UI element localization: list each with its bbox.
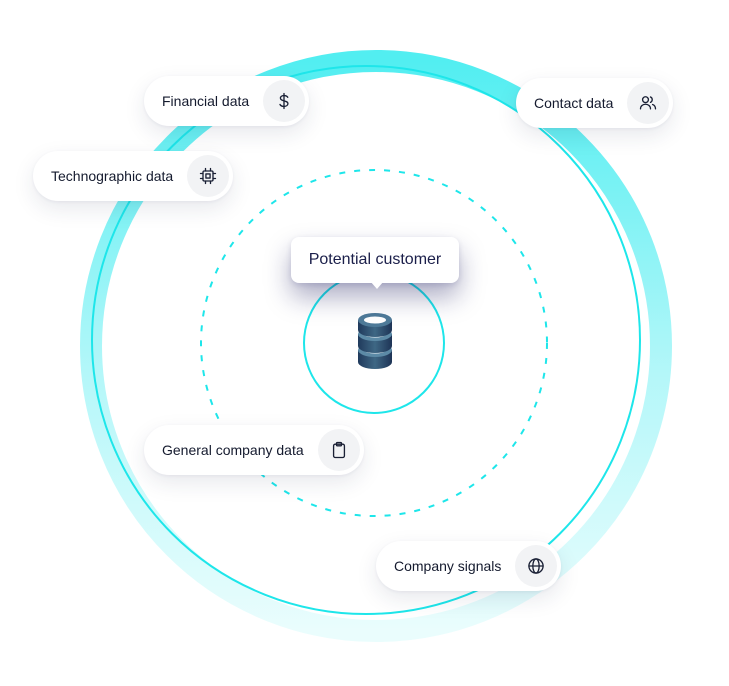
potential-customer-tooltip: Potential customer <box>291 237 459 283</box>
node-signals-label: Company signals <box>394 558 502 574</box>
node-general-company-data[interactable]: General company data <box>144 425 364 475</box>
middle-ring-dashed <box>200 169 548 517</box>
outer-ring-glow <box>80 50 672 642</box>
database-icon <box>358 313 392 369</box>
node-technographic-label: Technographic data <box>51 168 174 184</box>
node-company-signals[interactable]: Company signals <box>376 541 562 591</box>
node-contact-label: Contact data <box>534 95 614 111</box>
node-general-label: General company data <box>162 442 304 458</box>
outer-ring <box>91 65 641 615</box>
globe-icon <box>515 545 558 587</box>
node-contact-data[interactable]: Contact data <box>516 78 674 128</box>
tooltip-arrow <box>370 281 384 289</box>
node-financial-label: Financial data <box>162 93 250 109</box>
node-financial-data[interactable]: Financial data <box>144 76 310 126</box>
node-technographic-data[interactable]: Technographic data <box>33 151 234 201</box>
dollar-icon <box>263 80 306 122</box>
clipboard-icon <box>317 429 360 471</box>
tooltip-label: Potential customer <box>308 251 442 268</box>
users-icon <box>627 82 670 124</box>
cpu-chip-icon <box>187 155 230 197</box>
